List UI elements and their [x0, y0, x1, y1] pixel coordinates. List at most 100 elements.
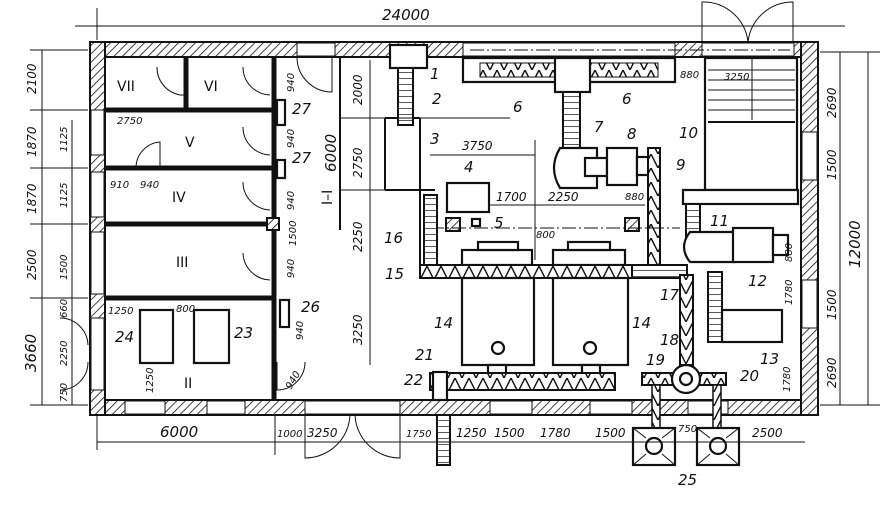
dim-label: 3660: [22, 334, 40, 372]
room-label-ii: II: [184, 376, 192, 392]
room-label-v: V: [185, 135, 195, 151]
dim-label: 1500: [825, 289, 839, 320]
left-inner-dimensions: 1125 1125 1500 660 2250 750: [59, 127, 70, 402]
dim-label: 880: [625, 192, 644, 203]
callout-label: 1: [430, 65, 440, 83]
callout-label: 6: [513, 98, 523, 116]
dim-label: 2250: [548, 190, 579, 204]
dim-label: 1750: [406, 429, 431, 440]
dim-label: 1870: [25, 126, 39, 157]
dim-label: 3250: [307, 426, 338, 440]
dimension-lines: [30, 8, 880, 455]
dim-label: 6000: [322, 134, 340, 172]
dim-label: 2000: [351, 74, 365, 105]
dim-label: 940: [140, 180, 159, 191]
dim-label: 940: [286, 191, 297, 210]
callout-label: 12: [748, 272, 767, 290]
callout-label: 7: [594, 118, 604, 136]
dim-label: 2250: [351, 221, 365, 252]
callout-label: 25: [678, 471, 697, 489]
dim-label: 880: [680, 70, 699, 81]
overall-length: 24000: [382, 6, 430, 24]
callout-label: 8: [627, 125, 637, 143]
dim-label: 940: [286, 129, 297, 148]
dim-label: 660: [59, 299, 70, 318]
dim-label: 2690: [825, 87, 839, 118]
dim-label: 1700: [496, 190, 527, 204]
dim-label: 3250: [351, 314, 365, 345]
callout-label: 21: [415, 346, 434, 364]
dim-label: 1500: [595, 426, 626, 440]
room-label-vii: VII: [117, 79, 135, 95]
callout-label: 11: [710, 212, 729, 230]
callout-label: 17: [660, 286, 680, 304]
dim-label: 2500: [25, 249, 39, 280]
dim-label: 1000: [277, 429, 302, 440]
bottom-dimensions: 6000 1000 3250 1750 1250 1500 1780 1500 …: [160, 423, 783, 441]
callout-label: 3: [430, 130, 440, 148]
left-outer-dimensions: 2100 1870 1870 2500 3660: [22, 63, 40, 372]
partitions: [105, 57, 435, 400]
callout-label: 22: [404, 371, 423, 389]
dim-label: 3750: [462, 139, 493, 153]
exterior-walls: [89, 41, 819, 416]
room-label-iii: III: [176, 255, 188, 271]
callout-label: 23: [234, 324, 253, 342]
callout-label: 9: [676, 156, 686, 174]
overall-width: 12000: [846, 220, 864, 268]
callout-label: 24: [115, 328, 134, 346]
callout-label: 4: [464, 158, 474, 176]
room-label-i: I–I: [320, 190, 336, 205]
dim-label: 880: [784, 243, 795, 262]
item-callouts: 1 2 3 4 5 6 6 7 8 9 10 11 12 13 14 14 15…: [115, 65, 779, 489]
callout-label: 27: [292, 149, 312, 167]
dim-label: 1780: [784, 280, 795, 305]
callout-label: 10: [679, 124, 698, 142]
dim-label: 2750: [117, 116, 142, 127]
dim-label: 800: [176, 304, 195, 315]
callout-label: 16: [384, 229, 403, 247]
callout-label: 14: [434, 314, 453, 332]
callout-label: 26: [301, 298, 320, 316]
dim-label: 6000: [160, 423, 198, 441]
equipment: [138, 43, 800, 467]
dim-label: 3250: [724, 72, 749, 83]
dim-label: 940: [295, 321, 306, 340]
dim-label: 2100: [25, 63, 39, 94]
callout-label: 14: [632, 314, 651, 332]
dim-label: 1125: [59, 127, 70, 152]
dim-label: 1250: [456, 426, 487, 440]
interior-dimensions: 2750 910 940 1250 800 1250 940 940 940 1…: [108, 70, 795, 393]
dim-label: 1250: [145, 368, 156, 393]
dim-label: 1500: [825, 149, 839, 180]
dim-label: 1500: [288, 221, 299, 246]
callout-label: 5: [494, 214, 504, 232]
dim-label: 2500: [752, 426, 783, 440]
callout-label: 2: [432, 90, 442, 108]
callout-label: 13: [760, 350, 779, 368]
dim-label: 1780: [782, 367, 793, 392]
dim-label: 1125: [59, 183, 70, 208]
callout-label: 15: [385, 265, 404, 283]
right-dimensions: 2690 1500 1500 2690: [825, 87, 839, 388]
dim-label: 910: [110, 180, 129, 191]
dim-label: 1500: [494, 426, 525, 440]
room-label-vi: VI: [204, 79, 218, 95]
dim-label: 2250: [59, 341, 70, 366]
callout-label: 19: [646, 351, 665, 369]
dim-label: 750: [678, 424, 697, 435]
dim-label: 800: [536, 230, 555, 241]
dim-label: 1250: [108, 306, 133, 317]
dim-label: 940: [284, 369, 303, 391]
dim-label: 940: [286, 73, 297, 92]
dim-label: 1780: [540, 426, 571, 440]
room-label-iv: IV: [172, 190, 186, 206]
callout-label: 18: [660, 331, 679, 349]
doors: [59, 1, 794, 459]
callout-label: 27: [292, 100, 312, 118]
dim-label: 2750: [351, 147, 365, 178]
dim-label: 1870: [25, 183, 39, 214]
callout-label: 6: [622, 90, 632, 108]
dim-label: 750: [59, 383, 70, 402]
